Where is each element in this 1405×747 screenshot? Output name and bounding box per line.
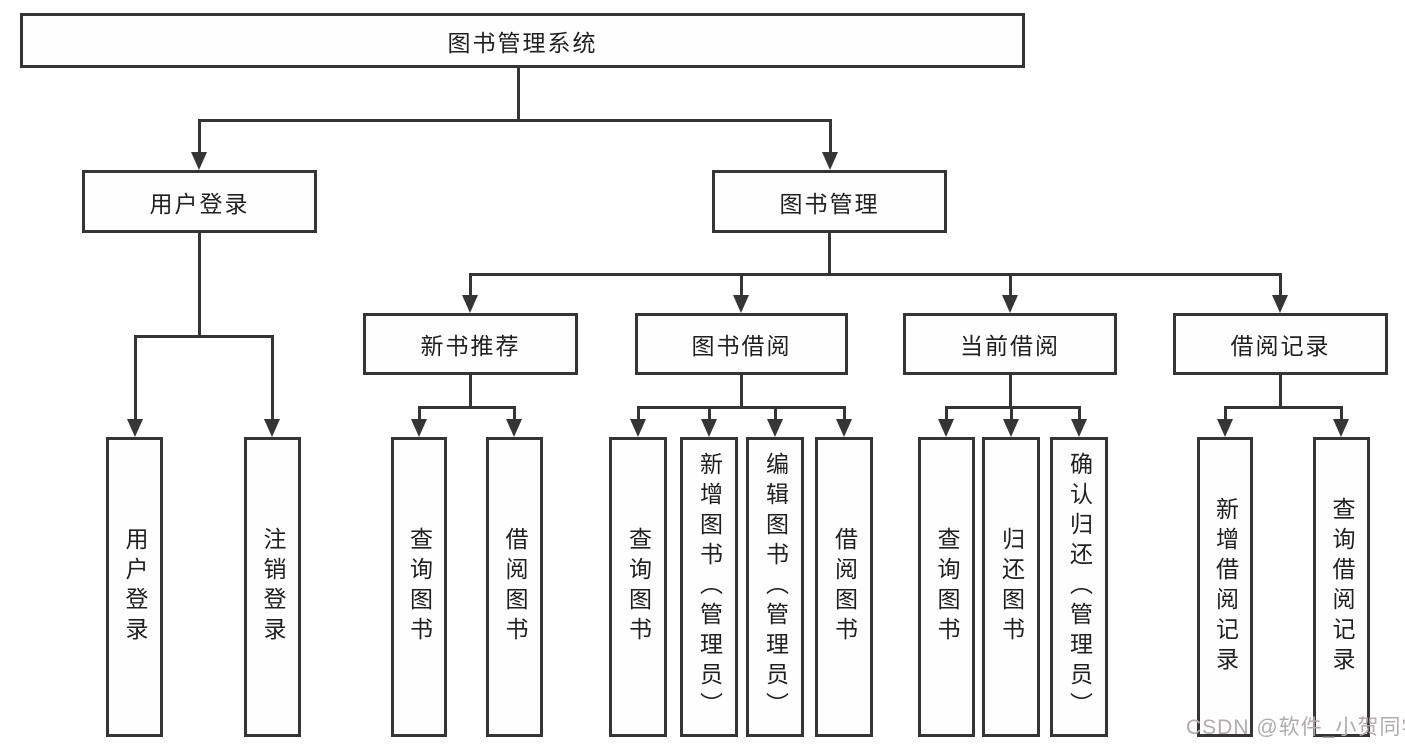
connector-vline (517, 68, 520, 120)
connector-vline (469, 375, 472, 407)
leaf-query-book-2: 查询图书 (609, 437, 667, 737)
connector-vline (708, 406, 711, 419)
arrowhead-icon (1272, 295, 1288, 313)
csdn-watermark: CSDN @软件_小贺同学 (1186, 716, 1405, 739)
leaf-query-book-1: 查询图书 (391, 437, 447, 737)
leaf-query-borrow-record-label: 查询借阅记录 (1329, 497, 1355, 677)
leaf-user-login: 用户登录 (106, 437, 163, 737)
connector-vline (829, 119, 832, 152)
connector-vline (774, 406, 777, 419)
connector-hline (418, 406, 516, 409)
connector-vline (740, 375, 743, 407)
node-root: 图书管理系统 (20, 13, 1025, 68)
leaf-edit-book-admin-label: 编辑图书（管理员） (762, 452, 789, 722)
connector-vline (740, 273, 743, 295)
arrowhead-icon (767, 419, 783, 437)
arrowhead-icon (462, 295, 478, 313)
connector-hline (1224, 406, 1342, 409)
leaf-logout: 注销登录 (244, 437, 301, 737)
connector-vline (828, 233, 831, 275)
leaf-query-book-2-label: 查询图书 (625, 527, 652, 647)
connector-hline (469, 273, 1282, 276)
leaf-add-borrow-record: 新增借阅记录 (1197, 437, 1253, 737)
leaf-logout-label: 注销登录 (260, 527, 286, 647)
leaf-add-borrow-record-label: 新增借阅记录 (1212, 497, 1239, 677)
connector-vline (1009, 375, 1012, 407)
connector-vline (1010, 406, 1013, 419)
connector-vline (843, 406, 846, 419)
node-borrow-records-label: 借阅记录 (1230, 333, 1331, 359)
connector-vline (1009, 273, 1012, 295)
leaf-query-book-1-label: 查询图书 (406, 527, 433, 647)
node-user-login-label: 用户登录 (149, 190, 250, 217)
leaf-query-borrow-record: 查询借阅记录 (1313, 437, 1370, 737)
arrowhead-icon (1217, 419, 1233, 437)
leaf-edit-book-admin: 编辑图书（管理员） (746, 437, 804, 737)
connector-vline (945, 406, 948, 419)
arrowhead-icon (411, 419, 427, 437)
node-current-borrow: 当前借阅 (903, 313, 1117, 375)
node-book-management-label: 图书管理 (779, 190, 880, 217)
connector-vline (1279, 375, 1282, 407)
node-root-label: 图书管理系统 (447, 29, 598, 56)
arrowhead-icon (264, 419, 280, 437)
leaf-query-book-3: 查询图书 (918, 437, 975, 737)
connector-vline (469, 273, 472, 295)
arrowhead-icon (1002, 295, 1018, 313)
connector-vline (271, 335, 274, 419)
connector-vline (1279, 273, 1282, 295)
arrowhead-icon (1333, 419, 1349, 437)
node-book-borrow-label: 图书借阅 (691, 333, 792, 359)
connector-hline (198, 119, 832, 122)
connector-hline (134, 335, 274, 338)
arrowhead-icon (191, 152, 207, 170)
node-book-management: 图书管理 (712, 170, 947, 233)
connector-vline (134, 335, 137, 419)
arrowhead-icon (1071, 419, 1087, 437)
connector-hline (637, 406, 846, 409)
node-book-borrow: 图书借阅 (635, 313, 848, 375)
leaf-confirm-return-admin-label: 确认归还（管理员） (1066, 452, 1093, 722)
connector-vline (637, 406, 640, 419)
leaf-borrow-book-2: 借阅图书 (815, 437, 873, 737)
connector-vline (418, 406, 421, 419)
leaf-return-book: 归还图书 (982, 437, 1040, 737)
arrowhead-icon (701, 419, 717, 437)
node-current-borrow-label: 当前借阅 (960, 333, 1060, 359)
leaf-add-book-admin-label: 新增图书（管理员） (696, 452, 723, 722)
leaf-borrow-book-1-label: 借阅图书 (502, 527, 528, 647)
leaf-confirm-return-admin: 确认归还（管理员） (1050, 437, 1108, 737)
arrowhead-icon (938, 419, 954, 437)
leaf-borrow-book-2-label: 借阅图书 (831, 527, 858, 647)
node-new-book-recommend: 新书推荐 (363, 313, 578, 375)
node-user-login: 用户登录 (82, 170, 317, 233)
leaf-add-book-admin: 新增图书（管理员） (680, 437, 738, 737)
node-new-book-recommend-label: 新书推荐 (420, 333, 521, 359)
arrowhead-icon (733, 295, 749, 313)
connector-vline (1224, 406, 1227, 419)
leaf-query-book-3-label: 查询图书 (934, 527, 960, 647)
leaf-user-login-label: 用户登录 (122, 527, 148, 647)
arrowhead-icon (506, 419, 522, 437)
connector-vline (1078, 406, 1081, 419)
connector-vline (198, 233, 201, 336)
connector-vline (513, 406, 516, 419)
arrowhead-icon (630, 419, 646, 437)
arrowhead-icon (836, 419, 852, 437)
arrowhead-icon (1003, 419, 1019, 437)
leaf-borrow-book-1: 借阅图书 (486, 437, 543, 737)
arrowhead-icon (127, 419, 143, 437)
connector-vline (1340, 406, 1343, 419)
leaf-return-book-label: 归还图书 (998, 527, 1025, 647)
arrowhead-icon (822, 152, 838, 170)
node-borrow-records: 借阅记录 (1173, 313, 1388, 375)
connector-vline (198, 119, 201, 152)
